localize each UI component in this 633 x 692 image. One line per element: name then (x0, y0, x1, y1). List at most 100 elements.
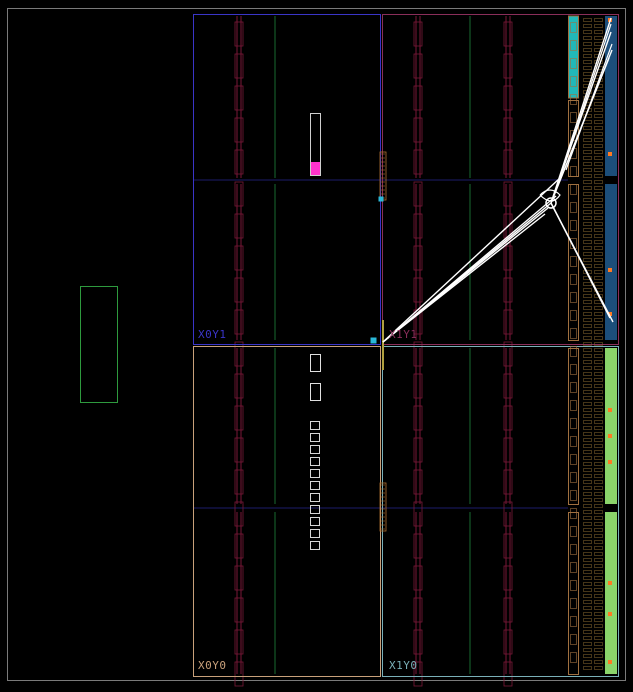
clock-region-x0y0[interactable] (193, 346, 381, 677)
io-pad (594, 450, 603, 454)
placeholder-cell-small (310, 469, 320, 478)
device-outline (7, 8, 626, 681)
io-pad (594, 192, 603, 196)
io-pin (608, 152, 612, 156)
io-pad (583, 654, 592, 658)
bram-tile (503, 245, 513, 271)
io-pad (594, 318, 603, 322)
io-pad (583, 246, 592, 250)
bram-tile (413, 373, 423, 399)
io-pad (583, 528, 592, 532)
bram-tile (413, 565, 423, 591)
net-route (382, 213, 546, 343)
io-pad (594, 138, 603, 142)
io-pad (594, 234, 603, 238)
io-pad (583, 234, 592, 238)
io-pad (583, 648, 592, 652)
net-loop (539, 189, 561, 202)
bram-tile (413, 117, 423, 143)
bram-tile (413, 245, 423, 271)
io-pad (583, 174, 592, 178)
clock-buffer (378, 196, 384, 202)
bram-tile (413, 213, 423, 239)
io-pad (594, 156, 603, 160)
io-tile (570, 166, 577, 177)
bram-tile (234, 309, 244, 335)
bram-tile (413, 149, 423, 175)
io-pad (594, 540, 603, 544)
io-tile (570, 400, 577, 411)
io-tile (570, 40, 577, 51)
placeholder-cell-small (310, 517, 320, 526)
bram-tile (234, 117, 244, 143)
bram-tile (413, 85, 423, 111)
io-pad (583, 630, 592, 634)
clock-region-x1y1[interactable] (382, 14, 619, 345)
io-pad (583, 420, 592, 424)
io-pin (608, 434, 612, 438)
io-pad (594, 660, 603, 664)
io-bank-frame (568, 15, 579, 99)
bram-tile (234, 341, 244, 367)
io-pad (583, 474, 592, 478)
io-pad (594, 444, 603, 448)
pblock[interactable] (80, 286, 118, 403)
io-pad (583, 642, 592, 646)
io-tile (570, 562, 577, 573)
bram-tile (234, 469, 244, 495)
io-pad (594, 120, 603, 124)
io-tile (570, 598, 577, 609)
bram-tile (234, 597, 244, 623)
io-pad (583, 156, 592, 160)
io-pad (594, 624, 603, 628)
io-tile (570, 238, 577, 249)
clock-region-x1y0[interactable] (382, 346, 619, 677)
io-pad (583, 162, 592, 166)
placeholder-cell-small (310, 493, 320, 502)
io-tile (570, 580, 577, 591)
io-pad (583, 582, 592, 586)
clock-region-x0y1[interactable] (193, 14, 381, 345)
io-tile (570, 490, 577, 501)
io-pad (594, 306, 603, 310)
io-pad (594, 168, 603, 172)
io-pad (594, 636, 603, 640)
io-pad (594, 180, 603, 184)
region-label-x1y1: X1Y1 (389, 328, 418, 341)
bram-tile (503, 437, 513, 463)
bram-tile (503, 661, 513, 687)
io-pad (583, 450, 592, 454)
placeholder-cell-small (310, 505, 320, 514)
io-pin (608, 312, 612, 316)
io-pad (583, 372, 592, 376)
io-pad (594, 612, 603, 616)
bram-tile (413, 533, 423, 559)
io-pad (594, 420, 603, 424)
placed-instance-frame[interactable] (310, 113, 321, 176)
io-pad (583, 240, 592, 244)
io-pad (594, 474, 603, 478)
io-tile (570, 382, 577, 393)
io-column-frame (568, 184, 579, 341)
bram-tile (234, 181, 244, 207)
io-pad (583, 288, 592, 292)
io-pad (583, 120, 592, 124)
net-route (550, 202, 611, 319)
io-pad (594, 96, 603, 100)
bram-tile (234, 213, 244, 239)
io-pad (583, 492, 592, 496)
io-tile (570, 544, 577, 555)
bram-tile (234, 245, 244, 271)
io-pad (583, 36, 592, 40)
io-pin (608, 460, 612, 464)
placeholder-cell-small (310, 433, 320, 442)
bram-tile (503, 341, 513, 367)
io-pad (594, 342, 603, 346)
io-pad (594, 384, 603, 388)
io-pad (583, 216, 592, 220)
io-pad (583, 132, 592, 136)
io-pad (594, 108, 603, 112)
io-pad (583, 444, 592, 448)
